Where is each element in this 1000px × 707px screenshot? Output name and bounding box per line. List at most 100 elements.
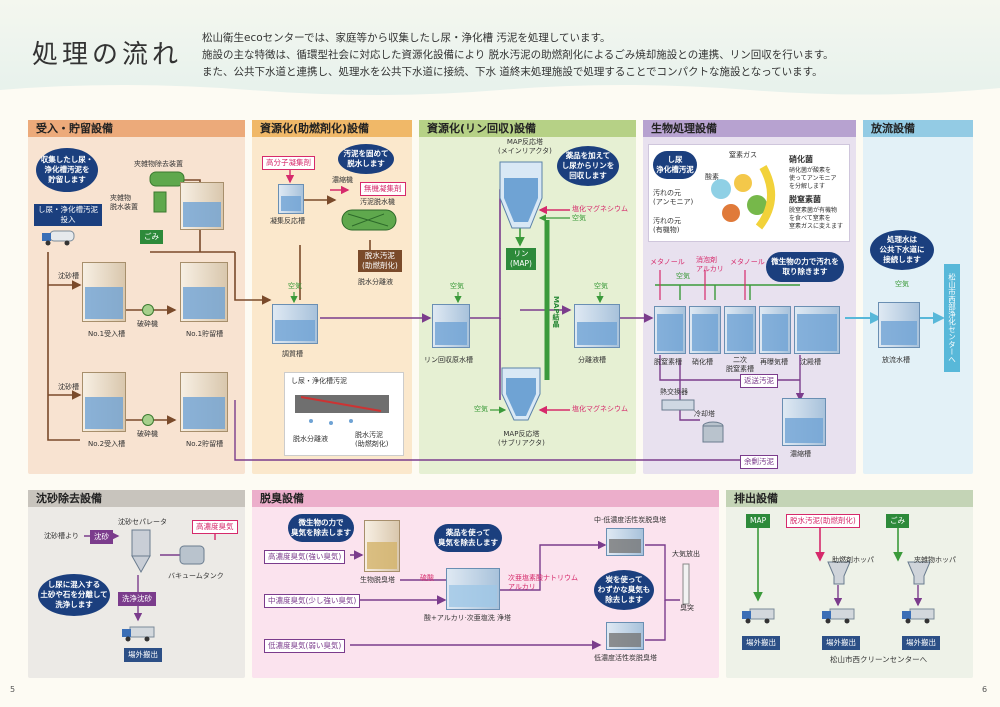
microbe-icon bbox=[711, 165, 776, 230]
no1-accept-tank bbox=[82, 262, 126, 322]
out-truck-1 bbox=[742, 608, 775, 624]
receiving-bubble: 収集したし尿・ 浄化槽汚泥を 貯留します bbox=[36, 148, 98, 192]
no2-accept-tank bbox=[82, 372, 126, 432]
no1-store-label: No.1貯留槽 bbox=[186, 330, 224, 338]
cake-label: 脱水汚泥 (助燃剤化) bbox=[358, 250, 402, 272]
hopper2-label: 夾雑物ホッパ bbox=[914, 556, 956, 564]
screen-machine-icon bbox=[149, 171, 185, 187]
crystal-label: MAP結晶 bbox=[552, 296, 560, 328]
no1-store-tank bbox=[180, 262, 228, 322]
surplus-label: 余剰汚泥 bbox=[740, 455, 778, 469]
discharge-bubble: 処理水は 公共下水道に 接続します bbox=[870, 230, 934, 270]
detail-b: 脱水汚泥 (助燃剤化) bbox=[355, 431, 389, 448]
section-header-discharge: 放流設備 bbox=[863, 120, 973, 137]
mid-ac-label: 中·低濃度活性炭脱臭塔 bbox=[594, 516, 667, 524]
low-ac-label: 低濃度活性炭脱臭塔 bbox=[594, 654, 657, 662]
sludge-in-label: し尿・浄化槽汚泥 投入 bbox=[34, 204, 102, 226]
dewaterer-icon bbox=[341, 209, 397, 231]
bio-tank-2 bbox=[689, 306, 721, 354]
out-label-1: 場外搬出 bbox=[742, 636, 780, 650]
phos-air-label-1: 空気 bbox=[572, 214, 586, 222]
adjust-tank bbox=[272, 304, 318, 344]
chem-tower-label: 酸+アルカリ·次亜塩洗 浄塔 bbox=[424, 614, 512, 622]
upper-store-tank bbox=[180, 182, 224, 230]
bio-tank-3 bbox=[724, 306, 756, 354]
methanol-label-1: メタノール bbox=[650, 258, 685, 266]
defoam-label: 消泡剤 アルカリ bbox=[696, 256, 724, 273]
grit-truck-icon bbox=[122, 626, 155, 642]
header-wave bbox=[0, 85, 1000, 108]
grit-from-label: 沈砂槽より bbox=[44, 532, 79, 540]
bio-tank-1 bbox=[654, 306, 686, 354]
thickener-label: 濃縮機 bbox=[332, 176, 353, 184]
low-ac-tower bbox=[606, 622, 644, 650]
bio-input-bubble: し尿 浄化槽汚泥 bbox=[653, 151, 697, 179]
grit-bubble: し尿に混入する 土砂や石を分離して 洗浄します bbox=[38, 574, 110, 616]
grit-tag: 沈砂 bbox=[90, 530, 113, 544]
section-header-receiving: 受入・貯留設備 bbox=[28, 120, 245, 137]
raw-tank-label: リン回収原水槽 bbox=[424, 356, 473, 364]
cooling-label: 冷却塔 bbox=[694, 410, 715, 418]
air-gas-label: 窒素ガス bbox=[729, 151, 757, 159]
phos-air-label-3: 空気 bbox=[594, 282, 608, 290]
fuel-detail-box: し尿・浄化槽汚泥 脱水分離液 脱水汚泥 (助燃剤化) bbox=[284, 372, 404, 456]
phos-bubble: 薬品を加えて し尿からリンを 回収します bbox=[557, 146, 619, 186]
stack-label: 臭突 bbox=[680, 604, 694, 612]
organic-label: 汚れの元 (有機物) bbox=[653, 217, 681, 234]
bio-tank-label-1: 脱窒素槽 bbox=[654, 358, 682, 366]
nitri-title: 硝化菌 bbox=[789, 155, 813, 164]
chem-tower bbox=[446, 568, 500, 610]
odor-mid-label: 中濃度臭気(少し強い臭気) bbox=[264, 594, 361, 608]
bio-tower-label: 生物脱臭塔 bbox=[360, 576, 395, 584]
map-reactor-top bbox=[499, 161, 543, 229]
sep-tank bbox=[574, 304, 620, 348]
atmos-label: 大気放出 bbox=[672, 550, 700, 558]
page-number-right: 6 bbox=[982, 685, 988, 694]
hopper1-label: 助燃剤ホッパ bbox=[832, 556, 874, 564]
phos-air-label-2: 空気 bbox=[450, 282, 464, 290]
methanol-label-2: メタノール bbox=[730, 258, 765, 266]
garbage-label: ごみ bbox=[140, 230, 163, 244]
section-header-outflow: 排出設備 bbox=[726, 490, 973, 507]
crusher-icon-2 bbox=[142, 414, 154, 426]
header-band bbox=[0, 0, 1000, 100]
no1-accept-label: No.1受入槽 bbox=[88, 330, 126, 338]
hx-label: 熱交換器 bbox=[660, 388, 688, 396]
adjust-tank-label: 調質槽 bbox=[282, 350, 303, 358]
discharge-dest: 松山市西部浄化センターへ bbox=[944, 264, 960, 372]
bio-tank-label-2: 硝化槽 bbox=[692, 358, 713, 366]
sep-tank-label: 分離液槽 bbox=[578, 356, 606, 364]
bio-tank-label-3: 二次 脱窒素槽 bbox=[726, 356, 754, 373]
section-header-phosphorus: 資源化(リン回収)設備 bbox=[419, 120, 636, 137]
filtrate-label: 脱水分離液 bbox=[358, 278, 393, 286]
discharge-tank-label: 放流水槽 bbox=[882, 356, 910, 364]
bio-tower bbox=[364, 520, 400, 572]
odor-low-label: 低濃度臭気(弱い臭気) bbox=[264, 639, 346, 653]
dewater-label: 夾雑物 脱水装置 bbox=[110, 194, 138, 211]
vacuum-label: バキュームタンク bbox=[168, 572, 224, 580]
dewater-machine-icon bbox=[153, 191, 167, 213]
deodor-bubble-3: 炭を使って わずかな臭気も 除去します bbox=[594, 570, 654, 610]
map-reactor-bottom bbox=[501, 367, 541, 421]
detail-press-icon bbox=[295, 395, 389, 425]
out-truck-3 bbox=[902, 608, 935, 624]
fuel-air-label: 空気 bbox=[288, 282, 302, 290]
separator-label: 沈砂セパレータ bbox=[118, 518, 167, 526]
no2-accept-label: No.2受入槽 bbox=[88, 440, 126, 448]
return-label: 返送汚泥 bbox=[740, 374, 778, 388]
cake-tag: 脱水汚泥(助燃剤化) bbox=[786, 514, 860, 528]
denitri-desc: 脱窒素菌が有機物 を食べて窒素を 窒素ガスに変えます bbox=[789, 207, 844, 230]
coag-tank bbox=[278, 184, 304, 214]
thick-tank bbox=[782, 398, 826, 446]
grit-out-label: 場外搬出 bbox=[124, 648, 162, 662]
crusher-label-2: 破砕機 bbox=[137, 430, 158, 438]
hypo-label: 次亜塩素酸ナトリウム アルカリ bbox=[508, 574, 578, 591]
nh-label: 汚れの元 (アンモニア) bbox=[653, 189, 694, 206]
bio-tank-5 bbox=[794, 306, 840, 354]
crusher-label-1: 破砕機 bbox=[137, 320, 158, 328]
raw-tank bbox=[432, 304, 470, 348]
phos-air-label-4: 空気 bbox=[474, 405, 488, 413]
grit-pit-label-2: 沈砂槽 bbox=[58, 383, 79, 391]
garbage-tag: ごみ bbox=[886, 514, 909, 528]
out-label-2: 場外搬出 bbox=[822, 636, 860, 650]
